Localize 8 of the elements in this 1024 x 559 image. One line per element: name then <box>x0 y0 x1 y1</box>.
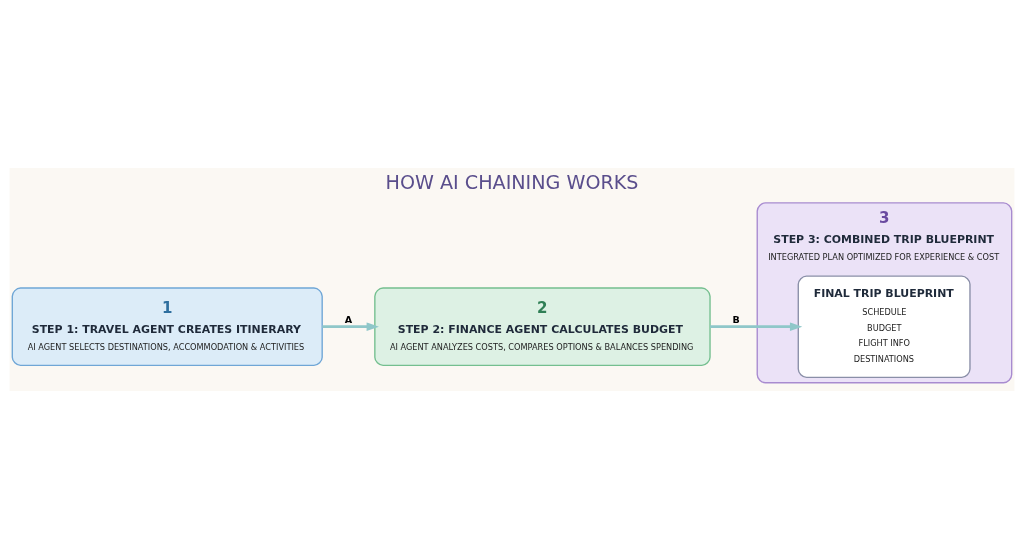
node-box: 1 STEP 1: TRAVEL AGENT CREATES ITINERARY AI AGENT SELECTS DESTINATIONS, ACCOMMODATION & ACTIVITIES <box>11 287 323 367</box>
diagram-title: HOW AI CHAINING WORKS <box>385 170 639 194</box>
edge-label: B <box>732 314 740 326</box>
node-box: 2 STEP 2: FINANCE AGENT CALCULATES BUDGET AI AGENT ANALYZES COSTS, COMPARES OPTIONS & BALANCES SPENDING <box>374 287 711 367</box>
arrow <box>710 322 803 331</box>
arrow <box>322 322 379 331</box>
edge-label: A <box>344 314 353 326</box>
node-box: FINAL TRIP BLUEPRINT SCHEDULE BUDGET FLIGHT INFO DESTINATIONS <box>797 275 971 378</box>
